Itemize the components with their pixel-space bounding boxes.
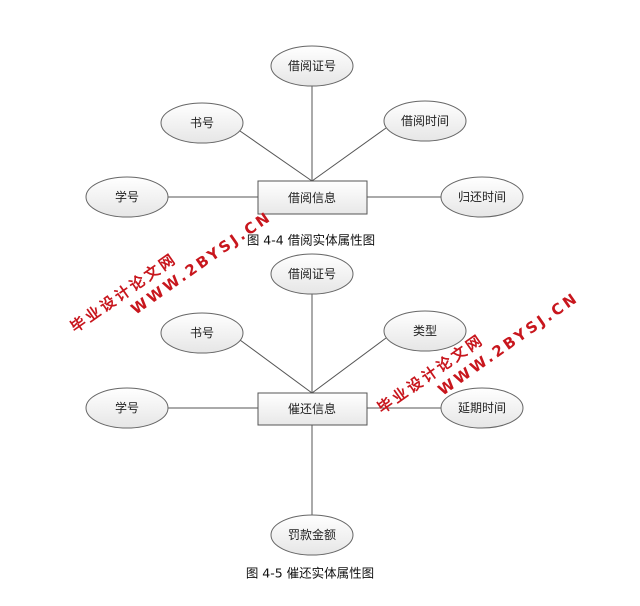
er-diagram-reminder-info: 催还信息 借阅证号 书号 类型 学号 延期时间 罚款金额 图 4-5 催还实体属… — [85, 253, 524, 581]
attribute-label: 借阅证号 — [288, 59, 336, 73]
attribute-label: 类型 — [413, 324, 437, 338]
attribute-label: 归还时间 — [458, 190, 506, 204]
attribute-label: 延期时间 — [458, 401, 506, 415]
attribute-label: 书号 — [190, 326, 214, 340]
attribute-label: 学号 — [115, 189, 139, 204]
entity-label: 催还信息 — [288, 401, 336, 416]
attribute-ellipse — [270, 45, 354, 87]
attribute-ellipse — [85, 387, 169, 429]
attribute-label: 借阅证号 — [288, 267, 336, 281]
attribute-label: 罚款金额 — [288, 527, 336, 542]
attribute-ellipse — [270, 253, 354, 295]
attribute-ellipse — [85, 176, 169, 218]
attribute-ellipse — [440, 176, 524, 218]
attribute-ellipse — [383, 100, 467, 142]
entity-box — [257, 180, 368, 215]
connector — [311, 127, 387, 182]
attribute-ellipse — [160, 102, 244, 144]
connector — [311, 337, 387, 394]
figure-caption: 图 4-5 催还实体属性图 — [246, 566, 374, 581]
attribute-ellipse — [383, 310, 467, 352]
attribute-ellipse — [440, 387, 524, 429]
attribute-label: 学号 — [115, 400, 139, 415]
entity-label: 借阅信息 — [288, 190, 336, 205]
connector — [239, 130, 313, 182]
attribute-ellipse — [270, 514, 354, 556]
entity-box — [257, 392, 368, 426]
attribute-label: 书号 — [190, 116, 214, 130]
attribute-label: 借阅时间 — [401, 114, 449, 128]
er-diagram-borrow-info: 借阅信息 借阅证号 书号 借阅时间 学号 归还时间 图 4-4 借阅实体属性图 — [85, 45, 524, 248]
connector — [239, 339, 313, 394]
figure-caption: 图 4-4 借阅实体属性图 — [247, 233, 375, 248]
attribute-ellipse — [160, 312, 244, 354]
